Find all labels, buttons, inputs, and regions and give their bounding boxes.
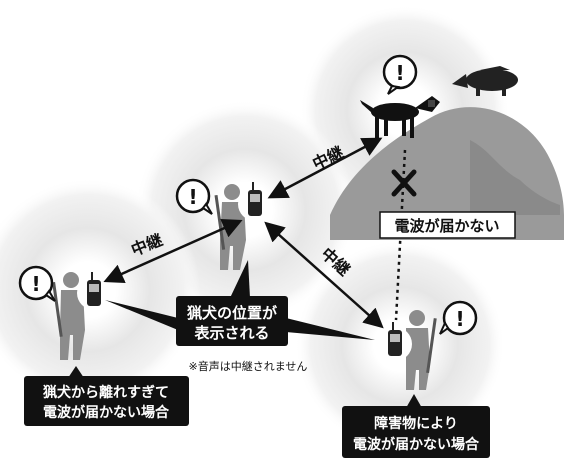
radio-device-left xyxy=(77,272,111,310)
hunter-right xyxy=(406,310,437,390)
callout-bottom-right-line1: 障害物により xyxy=(374,415,458,432)
blocked-x-icon xyxy=(391,169,417,197)
alert-bubble-dog: ! xyxy=(382,54,418,95)
callout-bottom-left-line2: 電波が届かない場合 xyxy=(43,404,170,421)
relay-arrow-middle-dog xyxy=(267,137,383,199)
relay-arrow-middle-right xyxy=(264,221,384,329)
callout-bottom-left-line1: 猟犬から離れすぎて xyxy=(42,384,169,401)
hunting-dog-icon xyxy=(360,96,440,138)
callout-bottom-right: 障害物により 電波が届かない場合 xyxy=(342,394,490,458)
alert-mark: ! xyxy=(188,185,197,209)
callout-center-line2: 表示される xyxy=(194,324,269,342)
callout-bottom-right-line2: 電波が届かない場合 xyxy=(353,436,480,453)
mountain-texture xyxy=(470,140,560,215)
hunter-left xyxy=(52,272,85,360)
note-text: ※音声は中継されません xyxy=(189,359,308,373)
callout-bottom-left: 猟犬から離れすぎて 電波が届かない場合 xyxy=(24,366,189,426)
alert-mark: ! xyxy=(395,61,404,85)
alert-bubble-middle: ! xyxy=(175,178,213,215)
alert-bubble-right: ! xyxy=(439,300,478,336)
relay-arrow-left-middle xyxy=(103,218,243,284)
radio-device-right xyxy=(378,322,412,361)
boar-icon xyxy=(452,66,518,96)
radio-device-middle xyxy=(238,182,272,221)
alert-mark: ! xyxy=(455,307,464,331)
callout-center-line1: 猟犬の位置が xyxy=(186,304,278,322)
alert-bubble-left: ! xyxy=(18,265,56,302)
callout-center: 猟犬の位置が 表示される xyxy=(105,260,375,346)
blocked-label-text: 電波が届かない xyxy=(394,217,499,235)
blocked-label: 電波が届かない xyxy=(379,211,516,239)
alert-mark: ! xyxy=(31,272,40,296)
